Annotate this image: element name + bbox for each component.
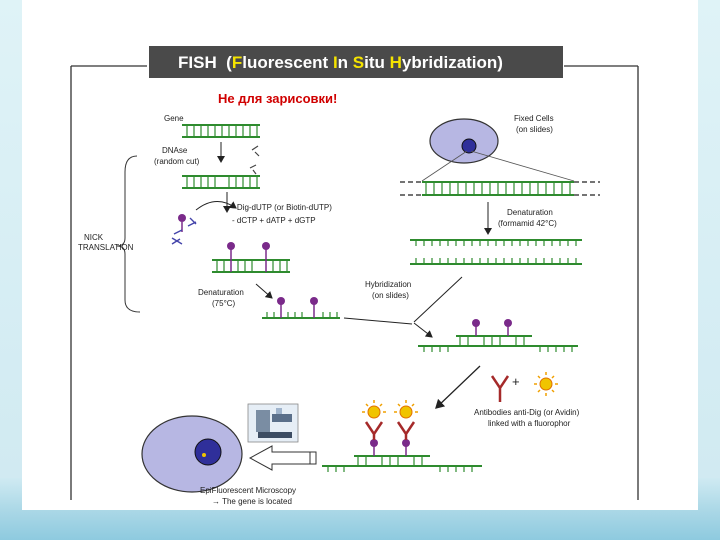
arrow-antibody bbox=[435, 365, 481, 409]
genomic-dna bbox=[400, 181, 600, 196]
fixed-cells-label: Fixed Cells bbox=[514, 114, 554, 123]
hybridization-sub-label: (on slides) bbox=[372, 291, 409, 300]
detected-dna bbox=[322, 439, 482, 472]
title-part: luorescent bbox=[242, 53, 333, 72]
nucleotides-label: - dCTP + dATP + dGTP bbox=[232, 216, 316, 225]
fish-diagram: FISH (Fluorescent In Situ Hybridization)… bbox=[70, 46, 639, 506]
hybridization-label: Hybridization bbox=[365, 280, 411, 289]
title-part: FISH bbox=[178, 53, 217, 72]
gene-label: Gene bbox=[164, 114, 184, 123]
figure-frame bbox=[70, 65, 639, 500]
title-part: itu bbox=[364, 53, 390, 72]
antibodies-label: Antibodies anti-Dig (or Avidin) bbox=[474, 408, 580, 417]
gene-located-label: → The gene is located bbox=[212, 497, 292, 506]
title: FISH (Fluorescent In Situ Hybridization) bbox=[178, 53, 503, 72]
microscope-icon bbox=[247, 403, 299, 443]
result-cell bbox=[141, 415, 243, 493]
labeled-nucleotides bbox=[171, 214, 197, 245]
slide: FISH (Fluorescent In Situ Hybridization)… bbox=[22, 0, 698, 510]
title-part: n bbox=[338, 53, 353, 72]
denaturation-75-label: Denaturation bbox=[198, 288, 244, 297]
zoom-line-left bbox=[421, 150, 468, 182]
nick-label: NICK bbox=[84, 233, 104, 242]
left-border-decoration bbox=[0, 0, 22, 540]
single-strand-probe bbox=[262, 297, 340, 319]
title-bar bbox=[149, 46, 563, 78]
fluorescent-signal bbox=[202, 453, 206, 457]
gene-dna bbox=[182, 124, 260, 138]
nicked-dna bbox=[182, 175, 260, 189]
arrow-incorporate bbox=[195, 201, 237, 211]
title-part: F bbox=[232, 53, 242, 72]
bound-antibody-2 bbox=[394, 400, 418, 440]
title-part: ybridization) bbox=[402, 53, 503, 72]
hybridization-line-target bbox=[413, 276, 463, 323]
hybridized-dna bbox=[418, 319, 578, 352]
arrow-hybridization bbox=[413, 322, 433, 338]
hybridization-line-probe bbox=[343, 317, 413, 325]
microscopy-label: EpiFluorescent Microscopy bbox=[200, 486, 296, 495]
warning-label: Не для зарисовки! bbox=[218, 91, 337, 106]
title-part: ( bbox=[217, 53, 232, 72]
cut-fragments bbox=[249, 145, 260, 175]
labeled-probe-dna bbox=[212, 242, 290, 273]
right-border-decoration bbox=[698, 0, 720, 540]
result-cell-nucleus bbox=[194, 438, 222, 466]
dnase-label: DNAse bbox=[162, 146, 188, 155]
fluorophore-icon bbox=[534, 372, 558, 396]
arrow-denature-probe bbox=[255, 283, 273, 299]
antibody-icon bbox=[490, 375, 510, 402]
fixed-cell-nucleus bbox=[461, 138, 477, 154]
translation-label: TRANSLATION bbox=[78, 243, 134, 252]
denaturation-42-label: Denaturation bbox=[507, 208, 553, 217]
title-part: I bbox=[333, 53, 338, 72]
zoom-line-right bbox=[470, 150, 575, 182]
plus-sign: + bbox=[512, 374, 520, 389]
denatured-target-strands bbox=[410, 239, 582, 265]
title-part: H bbox=[390, 53, 402, 72]
dnase-sub-label: (random cut) bbox=[154, 157, 200, 166]
bound-antibody-1 bbox=[362, 400, 386, 440]
nick-translation-brace bbox=[116, 155, 141, 313]
denaturation-75-sub-label: (75°C) bbox=[212, 299, 236, 308]
denaturation-42-sub-label: (formamid 42°C) bbox=[498, 219, 557, 228]
fixed-cells-sub-label: (on slides) bbox=[516, 125, 553, 134]
antibodies-sub-label: linked with a fluorophor bbox=[488, 419, 571, 428]
title-part: S bbox=[353, 53, 364, 72]
dig-dutp-label: - Dig-dUTP (or Biotin-dUTP) bbox=[232, 203, 332, 212]
pointer-arrow bbox=[248, 445, 317, 471]
